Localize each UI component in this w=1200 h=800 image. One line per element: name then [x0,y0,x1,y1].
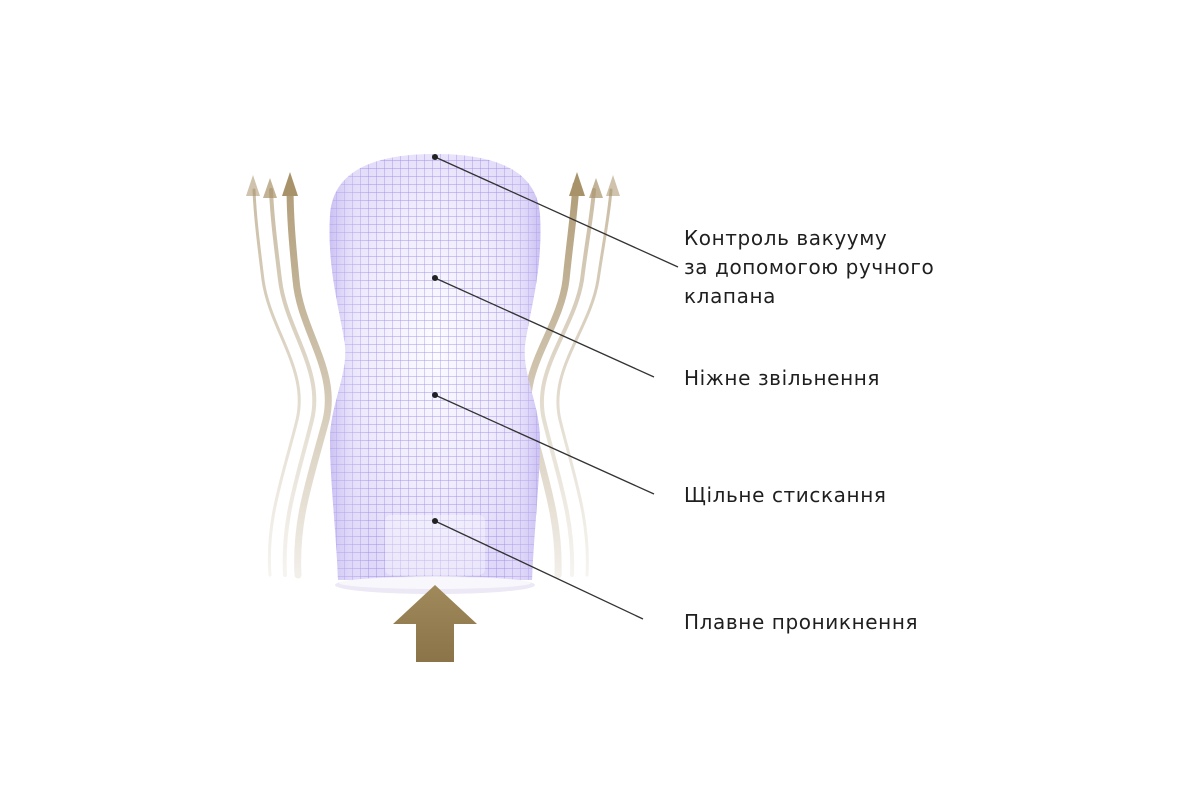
cup-body [329,154,541,594]
leader-line-compress [434,394,655,495]
label-smooth-penetration: Плавне проникнення [684,608,918,637]
leader-dot-compress [432,392,438,398]
leader-dot-penetrate [432,518,438,524]
label-vacuum-line1: Контроль вакууму [684,226,888,250]
label-vacuum-line3: клапана [684,284,776,308]
leader-line-penetrate [434,520,644,620]
label-vacuum-control: Контроль вакууму за допомогою ручного кл… [684,224,934,311]
label-tight-compression: Щільне стискання [684,481,887,510]
bottom-push-arrow-icon [393,585,477,662]
right-flow-arrows-icon [524,172,620,579]
leader-dot-release [432,275,438,281]
label-penetrate-text: Плавне проникнення [684,610,919,634]
leader-line-release [434,277,655,378]
leader-dot-vacuum [432,154,438,160]
label-gentle-release: Ніжне звільнення [684,364,880,393]
leader-lines [432,154,679,620]
label-release-text: Ніжне звільнення [684,366,881,390]
left-flow-arrows-icon [246,172,332,579]
label-vacuum-line2: за допомогою ручного [684,255,935,279]
leader-line-vacuum [434,156,679,268]
label-compress-text: Щільне стискання [684,483,887,507]
